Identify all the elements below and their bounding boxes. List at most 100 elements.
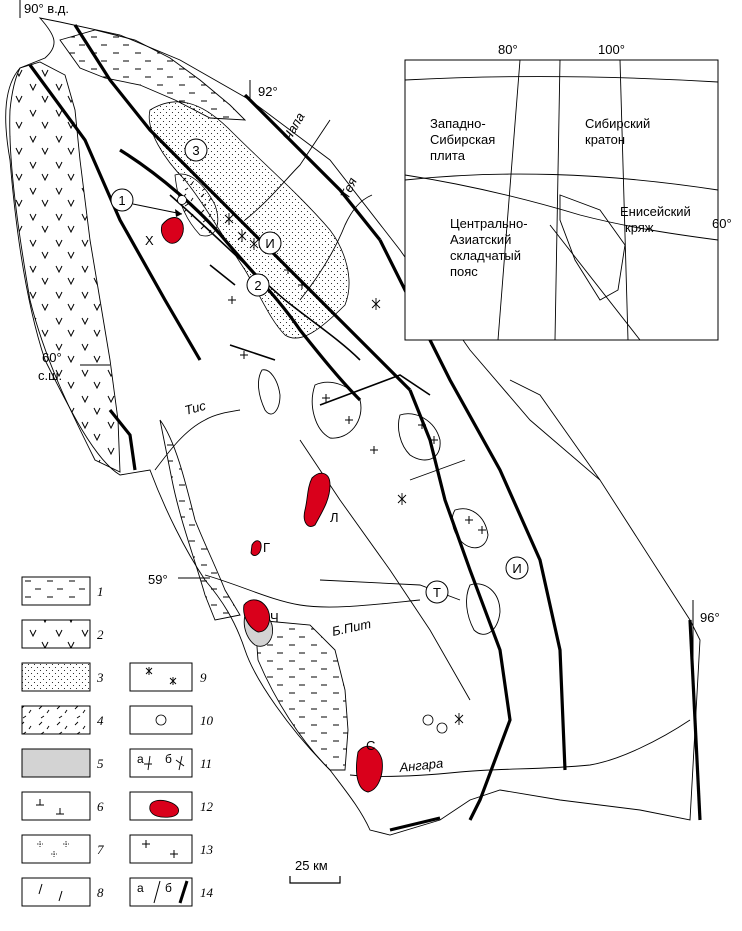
fault-mid-2: [319, 374, 431, 406]
legend-14-b: б: [165, 881, 172, 895]
inset-ca-1: Центрально-: [450, 216, 528, 231]
legend-9-marks: [145, 667, 177, 685]
legend-11-b: б: [165, 752, 172, 766]
legend-box-3: [21, 662, 91, 692]
river-teya: [299, 194, 373, 301]
massif-ch-label: Ч: [270, 610, 279, 625]
granite-outline-4: [466, 583, 501, 635]
fault-g: [108, 409, 137, 471]
inset-graticule: [404, 59, 719, 341]
legend-label-1: 1: [97, 584, 104, 599]
inset-yenisei: [559, 194, 626, 301]
south-basin: [159, 419, 241, 621]
arrow-1-head: [175, 209, 182, 217]
fault-h: [688, 619, 702, 821]
river-teya-label: Тея: [337, 175, 360, 201]
fault-mid-3: [229, 344, 276, 361]
inset-lon-100: 100°: [598, 42, 625, 57]
coord-labels: 90° в.д. 92° 96° 60° с.ш. 59°: [19, 0, 720, 690]
legend-13-marks: [142, 840, 178, 858]
river-angara-label: Ангара: [398, 755, 444, 775]
inset-sc-1: Сибирский: [585, 116, 650, 131]
legend-label-8: 8: [97, 885, 104, 900]
inset-yk-2: кряж: [625, 220, 654, 235]
legend-label-13: 13: [200, 842, 214, 857]
circle-t-label: Т: [433, 585, 441, 600]
xenolith-bodies: [177, 195, 448, 734]
legend-7-marks: [37, 841, 69, 857]
circle-3-label: 3: [192, 143, 199, 158]
circle-t: [425, 580, 449, 604]
granite-outline-2: [398, 413, 441, 461]
scale-label: 25 км: [295, 858, 328, 873]
asterisks: [224, 213, 464, 725]
fault-circles: 3 1 2 И Т И: [110, 138, 529, 604]
circle-3: [184, 138, 208, 162]
granite-outline-3: [451, 508, 489, 549]
fault-i: [389, 816, 441, 832]
massif-l-label: Л: [330, 510, 339, 525]
inset-ws-3: плита: [430, 148, 466, 163]
lat-60-suffix: с.ш.: [38, 368, 62, 383]
circle-1: [110, 188, 134, 212]
legend-label-2: 2: [97, 627, 104, 642]
asterisk-marks: [224, 213, 464, 725]
legend-14-thin: [153, 880, 161, 904]
legend-11-a: а: [137, 752, 144, 766]
xenolith-1: [422, 714, 434, 726]
legend-label-5: 5: [97, 756, 104, 771]
legend-label-10: 10: [200, 713, 214, 728]
circle-i-south-label: И: [512, 561, 521, 576]
belt-outline: [5, 17, 701, 836]
faults: [28, 24, 702, 832]
south-basin-2: [254, 619, 349, 771]
lat-59-label: 59°: [148, 572, 168, 587]
xenolith-2: [436, 722, 448, 734]
rivers: [154, 119, 691, 777]
river-b-pit: [204, 574, 421, 608]
legend-box-9: [129, 662, 193, 692]
massif-s: [356, 745, 383, 793]
arrow-1: [132, 203, 183, 215]
river-chapa: [244, 119, 331, 221]
legend-box-7: [21, 834, 91, 864]
river-b-pit-label: Б.Пит: [331, 616, 373, 639]
legend-box-2: [21, 619, 91, 649]
massif-kh-label: Х: [145, 233, 154, 248]
legend-label-14: 14: [200, 885, 214, 900]
massif-s-label: С: [366, 738, 375, 753]
granite-crosses: [228, 266, 486, 534]
legend-label-9: 9: [200, 670, 207, 685]
massif-g-label: Г: [263, 540, 270, 555]
legend-14-a: а: [137, 881, 144, 895]
legend-label-12: 12: [200, 799, 214, 814]
inset-tick: [549, 224, 641, 341]
fault-a: [28, 64, 202, 361]
circle-2-label: 2: [254, 278, 261, 293]
xenolith-3: [177, 195, 187, 205]
inset-sc-2: кратон: [585, 132, 625, 147]
legend-12-mark: [149, 799, 179, 818]
lon-96-label: 96°: [700, 610, 720, 625]
massif-g: [250, 540, 262, 556]
fault-mid-4: [209, 264, 236, 286]
legend-box-14: [129, 877, 193, 907]
fault-e: [408, 389, 512, 821]
legend-label-6: 6: [97, 799, 104, 814]
circle-i-south: [505, 556, 529, 580]
granite-outline-1: [311, 381, 362, 439]
circle-2: [246, 273, 270, 297]
inset-map: 80° 100° 60° Западно- Сибирская плита Си…: [404, 42, 732, 341]
river-tis-label: Тис: [183, 398, 208, 418]
inset-lon-80: 80°: [498, 42, 518, 57]
granite-massifs: [160, 217, 383, 793]
fault-thin-3: [509, 379, 601, 481]
inset-lat-60: 60°: [712, 216, 732, 231]
legend-14-thick: [178, 880, 189, 904]
legend-10-mark: [155, 714, 167, 726]
scale-bar: 25 км: [289, 858, 341, 884]
fault-b: [73, 24, 412, 392]
inset-yk-1: Енисейский: [620, 204, 691, 219]
river-chapa-label: Чапа: [280, 110, 308, 144]
legend: 1 2 3 4 5 6 7 8 9 10 а б 11 12 13: [21, 576, 214, 907]
